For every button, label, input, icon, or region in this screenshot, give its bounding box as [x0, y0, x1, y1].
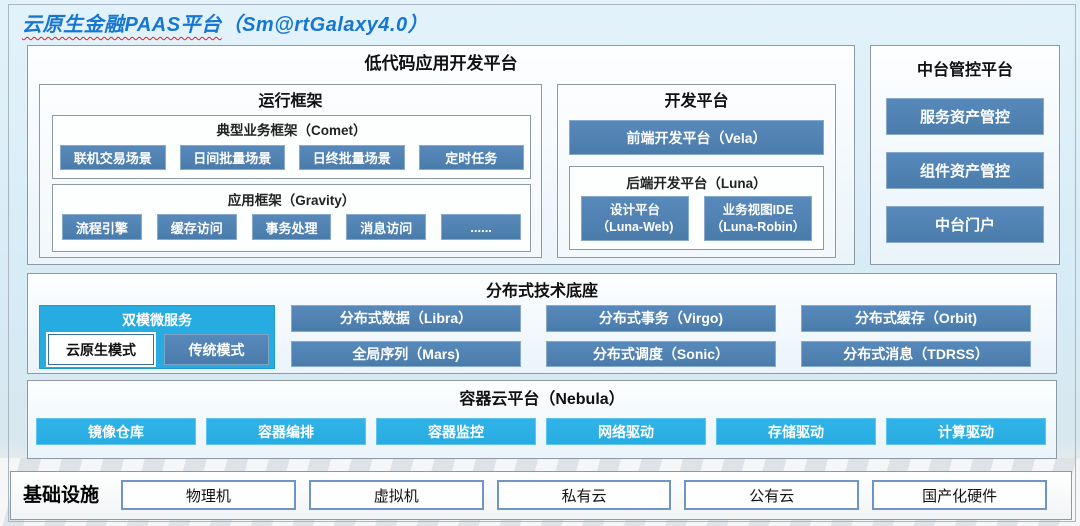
luna-tool-name: 业务视图IDE — [722, 203, 794, 218]
gravity-capability-chip[interactable]: 事务处理 — [251, 214, 332, 240]
luna-tool-list: 设计平台 （Luna-Web) 业务视图IDE （Luna-Robin） — [581, 196, 812, 241]
gravity-framework-title: 应用框架（Gravity） — [227, 193, 356, 208]
distributed-service-chip[interactable]: 分布式消息（TDRSS） — [801, 340, 1031, 367]
comet-scenario-chip[interactable]: 定时任务 — [418, 145, 524, 170]
distributed-service-chip[interactable]: 分布式调度（Sonic） — [546, 340, 776, 367]
midplatform-chip[interactable]: 组件资产管控 — [886, 152, 1044, 189]
page-title-main: 云原生金融PAAS平台 — [22, 14, 222, 36]
container-cloud-title: 容器云平台（Nebula） — [459, 391, 625, 408]
container-capability-chip[interactable]: 镜像仓库 — [36, 418, 196, 445]
container-capability-chip[interactable]: 网络驱动 — [546, 418, 706, 445]
distributed-service-grid: 分布式数据（Libra） 分布式事务（Virgo) 分布式缓存（Orbit) 全局序列… — [291, 305, 1031, 367]
container-cloud-panel: 容器云平台（Nebula） 镜像仓库容器编排容器监控网络驱动存储驱动计算驱动 — [27, 380, 1057, 459]
comet-scenario-chip[interactable]: 联机交易场景 — [60, 145, 166, 170]
luna-backend-panel: 后端开发平台（Luna） 设计平台 （Luna-Web) 业务视图IDE （Lu… — [569, 166, 824, 250]
infrastructure-title: 基础设施 — [23, 485, 100, 506]
midplatform-panel: 中台管控平台 服务资产管控组件资产管控中台门户 — [870, 45, 1060, 265]
midplatform-chip[interactable]: 中台门户 — [886, 206, 1044, 243]
container-capability-chip[interactable]: 存储驱动 — [716, 418, 876, 445]
luna-tool-code: （Luna-Robin） — [710, 219, 806, 234]
container-capability-chip[interactable]: 容器编排 — [206, 418, 366, 445]
comet-framework-panel: 典型业务框架（Comet） 联机交易场景日间批量场景日终批量场景定时任务 — [52, 115, 531, 179]
midplatform-item-list: 服务资产管控组件资产管控中台门户 — [886, 98, 1044, 243]
distributed-base-panel: 分布式技术底座 双模微服务 云原生模式 传统模式 分布式数据（Libra）分布式… — [27, 273, 1057, 374]
comet-scenario-list: 联机交易场景日间批量场景日终批量场景定时任务 — [60, 145, 524, 170]
dev-platform-panel: 开发平台 前端开发平台（Vela） 后端开发平台（Luna） 设计平台 （Lun… — [557, 84, 836, 258]
page-title-version: （Sm@rtGalaxy4.0） — [221, 14, 429, 36]
comet-scenario-chip[interactable]: 日终批量场景 — [299, 145, 405, 170]
gravity-framework-panel: 应用框架（Gravity） 流程引擎缓存访问事务处理消息访问...... — [52, 184, 531, 252]
midplatform-title: 中台管控平台 — [916, 62, 1013, 79]
container-capability-chip[interactable]: 容器监控 — [376, 418, 536, 445]
distributed-service-chip[interactable]: 全局序列（Mars) — [291, 340, 521, 367]
luna-tool-code: （Luna-Web) — [596, 219, 674, 234]
gravity-capability-chip[interactable]: 流程引擎 — [62, 214, 142, 240]
luna-tool-chip[interactable]: 设计平台 （Luna-Web) — [581, 196, 689, 241]
container-capability-list: 镜像仓库容器编排容器监控网络驱动存储驱动计算驱动 — [36, 418, 1046, 445]
luna-backend-title: 后端开发平台（Luna） — [626, 176, 767, 191]
cloud-native-mode-chip[interactable]: 云原生模式 — [48, 334, 154, 365]
infrastructure-item-list: 物理机虚拟机私有云公有云国产化硬件 — [121, 480, 1047, 510]
comet-framework-title: 典型业务框架（Comet） — [216, 123, 367, 138]
traditional-mode-chip[interactable]: 传统模式 — [164, 334, 269, 365]
dual-mode-title: 双模微服务 — [122, 312, 192, 328]
distributed-service-chip[interactable]: 分布式缓存（Orbit) — [801, 305, 1031, 332]
infrastructure-chip[interactable]: 私有云 — [496, 480, 672, 510]
runtime-framework-title: 运行框架 — [258, 93, 323, 110]
luna-tool-name: 设计平台 — [609, 203, 660, 218]
luna-tool-chip[interactable]: 业务视图IDE （Luna-Robin） — [704, 196, 812, 241]
dev-platform-title: 开发平台 — [664, 93, 729, 110]
infrastructure-band: 基础设施 物理机虚拟机私有云公有云国产化硬件 — [10, 471, 1072, 520]
gravity-capability-chip[interactable]: 缓存访问 — [156, 214, 237, 240]
gravity-capability-chip[interactable]: 消息访问 — [346, 214, 427, 240]
distributed-service-chip[interactable]: 分布式数据（Libra） — [291, 305, 521, 332]
gravity-capability-list: 流程引擎缓存访问事务处理消息访问...... — [62, 214, 521, 240]
distributed-base-title: 分布式技术底座 — [485, 283, 598, 300]
page-title: 云原生金融PAAS平台（Sm@rtGalaxy4.0） — [22, 8, 428, 37]
runtime-framework-panel: 运行框架 典型业务框架（Comet） 联机交易场景日间批量场景日终批量场景定时任… — [39, 84, 542, 258]
comet-scenario-chip[interactable]: 日间批量场景 — [179, 145, 285, 170]
infrastructure-chip[interactable]: 国产化硬件 — [872, 480, 1047, 510]
infrastructure-chip[interactable]: 物理机 — [121, 480, 296, 510]
infrastructure-chip[interactable]: 虚拟机 — [308, 480, 484, 510]
infrastructure-chip[interactable]: 公有云 — [684, 480, 860, 510]
midplatform-chip[interactable]: 服务资产管控 — [886, 98, 1044, 135]
container-capability-chip[interactable]: 计算驱动 — [886, 418, 1046, 445]
dual-mode-microservice-box: 双模微服务 云原生模式 传统模式 — [39, 305, 275, 369]
gravity-capability-chip[interactable]: ...... — [441, 214, 521, 240]
vela-frontend-chip[interactable]: 前端开发平台（Vela） — [569, 120, 824, 155]
distributed-service-chip[interactable]: 分布式事务（Virgo) — [546, 305, 776, 332]
lowcode-platform-panel: 低代码应用开发平台 运行框架 典型业务框架（Comet） 联机交易场景日间批量场… — [27, 45, 855, 265]
lowcode-platform-title: 低代码应用开发平台 — [364, 54, 518, 73]
